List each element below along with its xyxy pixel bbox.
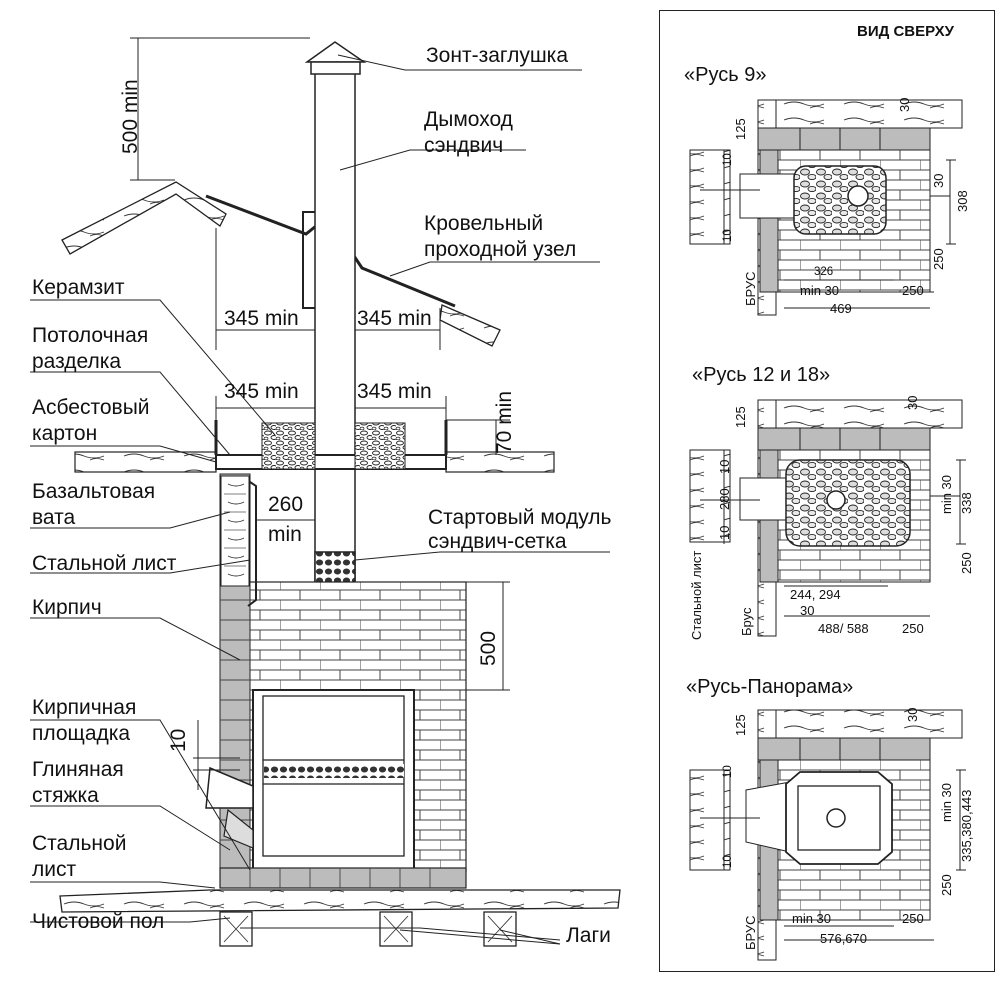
rus9-dim-326: 326 [814, 266, 834, 278]
rus9-dim-250-bottom: 250 [902, 283, 924, 298]
dim-wall-gap-min: min [268, 523, 302, 546]
label-steel2-line1: Стальной [32, 832, 127, 855]
panorama-dim-min30: min 30 [939, 782, 954, 822]
rus9-dim-308: 308 [955, 190, 970, 212]
dim-roof-right: 345 min [357, 307, 432, 330]
dim-wall-gap-value: 260 [268, 493, 304, 516]
rus9-dim-10-a: 10 [722, 153, 734, 166]
label-clay-line1: Глиняная [32, 758, 124, 781]
label-chimney-line1: Дымоход [424, 108, 513, 131]
rus12-brus-label: Брус [739, 607, 754, 636]
panorama-brus-label: БРУС [743, 915, 758, 950]
dim-ceiling-left: 345 min [224, 380, 299, 403]
label-start-module-line1: Стартовый модуль [428, 506, 612, 529]
label-brick: Кирпич [32, 596, 102, 619]
rus9-dim-250-right: 250 [931, 248, 946, 270]
rus9-dim-min30: min 30 [800, 283, 840, 298]
rus9-dim-125: 125 [733, 118, 748, 140]
rus9-dim-469: 469 [830, 301, 852, 316]
top-view-panel [659, 10, 995, 972]
rus12-dim-30-bottom: 30 [800, 603, 815, 618]
model-title-rus-panorama: «Русь-Панорама» [686, 676, 854, 698]
panorama-dim-125: 125 [733, 714, 748, 736]
model-title-rus-12-18: «Русь 12 и 18» [692, 364, 831, 386]
dim-ceiling-right: 345 min [357, 380, 432, 403]
label-floor: Чистовой пол [32, 910, 165, 933]
label-brick-pad-line1: Кирпичная [32, 696, 137, 719]
panorama-dim-335-380-443: 335,380,443 [959, 789, 974, 862]
label-basalt-line2: вата [32, 506, 76, 529]
rus12-dim-30-top: 30 [905, 395, 920, 410]
dim-roof-height: 500 min [119, 79, 142, 154]
rus12-dim-250-bottom: 250 [902, 621, 924, 636]
rus12-dim-488-588: 488/ 588 [818, 621, 869, 636]
panorama-dim-30-top: 30 [905, 707, 920, 722]
rus9-brus-label: БРУС [743, 271, 758, 306]
panorama-dim-250-right: 250 [939, 874, 954, 896]
label-asbestos-line1: Асбестовый [32, 396, 150, 419]
label-roof-pass-line2: проходной узел [424, 238, 577, 261]
rus12-dim-10-b: 10 [717, 525, 732, 540]
label-steel-sheet: Стальной лист [32, 552, 177, 575]
panorama-dim-min30-bottom: min 30 [792, 911, 832, 926]
label-asbestos-line2: картон [32, 422, 98, 445]
label-joists: Лаги [566, 924, 611, 947]
rus12-dim-338: 338 [959, 492, 974, 514]
panorama-dim-10-a: 10 [722, 765, 734, 778]
dim-pad-height: 10 [167, 728, 190, 752]
panorama-dim-250-bottom: 250 [902, 911, 924, 926]
label-keramzit: Керамзит [32, 276, 125, 299]
rus9-dim-30-top: 30 [897, 97, 912, 112]
top-view-header: ВИД СВЕРХУ [857, 23, 954, 40]
label-cap: Зонт-заглушка [426, 44, 569, 67]
rus12-dim-min30: min 30 [939, 474, 954, 514]
label-start-module-line2: сэндвич-сетка [428, 530, 567, 553]
label-chimney-line2: сэндвич [424, 134, 504, 157]
label-basalt-line1: Базальтовая [32, 480, 156, 503]
dim-ceiling-height: 70 min [493, 390, 516, 454]
label-ceiling-line1: Потолочная [32, 324, 149, 347]
rus12-dim-125: 125 [733, 406, 748, 428]
rus12-dim-10-a: 10 [717, 459, 732, 474]
rus12-dim-244-294: 244, 294 [790, 587, 841, 602]
dim-module-height: 500 [477, 630, 500, 666]
label-ceiling-line2: разделка [32, 350, 122, 373]
rus9-dim-30-right: 30 [931, 173, 946, 188]
dim-roof-left: 345 min [224, 307, 299, 330]
panorama-dim-10-b: 10 [722, 855, 734, 868]
label-clay-line2: стяжка [32, 784, 99, 807]
rus12-dim-250-right: 250 [959, 552, 974, 574]
rus12-dim-280: 280 [717, 488, 732, 510]
label-brick-pad-line2: площадка [32, 722, 131, 745]
label-roof-pass-line1: Кровельный [424, 212, 544, 235]
label-steel2-line2: лист [32, 858, 77, 881]
rus12-steel-label: Стальной лист [689, 550, 704, 640]
panorama-dim-576-670: 576,670 [820, 931, 867, 946]
rus9-dim-10-b: 10 [722, 229, 734, 242]
model-title-rus-9: «Русь 9» [684, 64, 767, 86]
